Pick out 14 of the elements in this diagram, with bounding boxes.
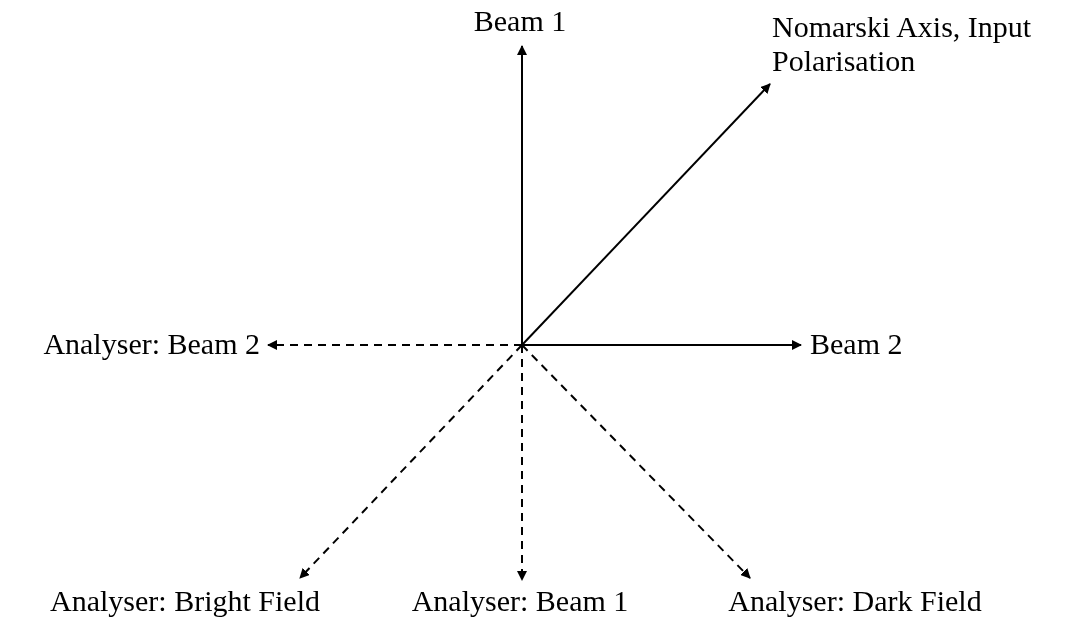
axis-label: Analyser: Beam 2 — [43, 327, 260, 361]
axis-label: Analyser: Beam 1 — [411, 584, 629, 617]
arrow — [299, 344, 523, 579]
axis-label: Analyser: Bright Field — [50, 584, 320, 617]
arrow — [521, 344, 751, 579]
axis-label: Beam 1 — [473, 4, 567, 38]
axis-label: Analyser: Dark Field — [728, 584, 982, 617]
axis-label: Nomarski Axis, Input Polarisation — [772, 10, 1064, 78]
arrow — [521, 340, 802, 350]
axis-label: Beam 2 — [810, 327, 903, 361]
arrow — [517, 344, 527, 581]
arrow — [517, 45, 527, 346]
arrow — [521, 83, 771, 346]
arrow — [267, 340, 523, 350]
